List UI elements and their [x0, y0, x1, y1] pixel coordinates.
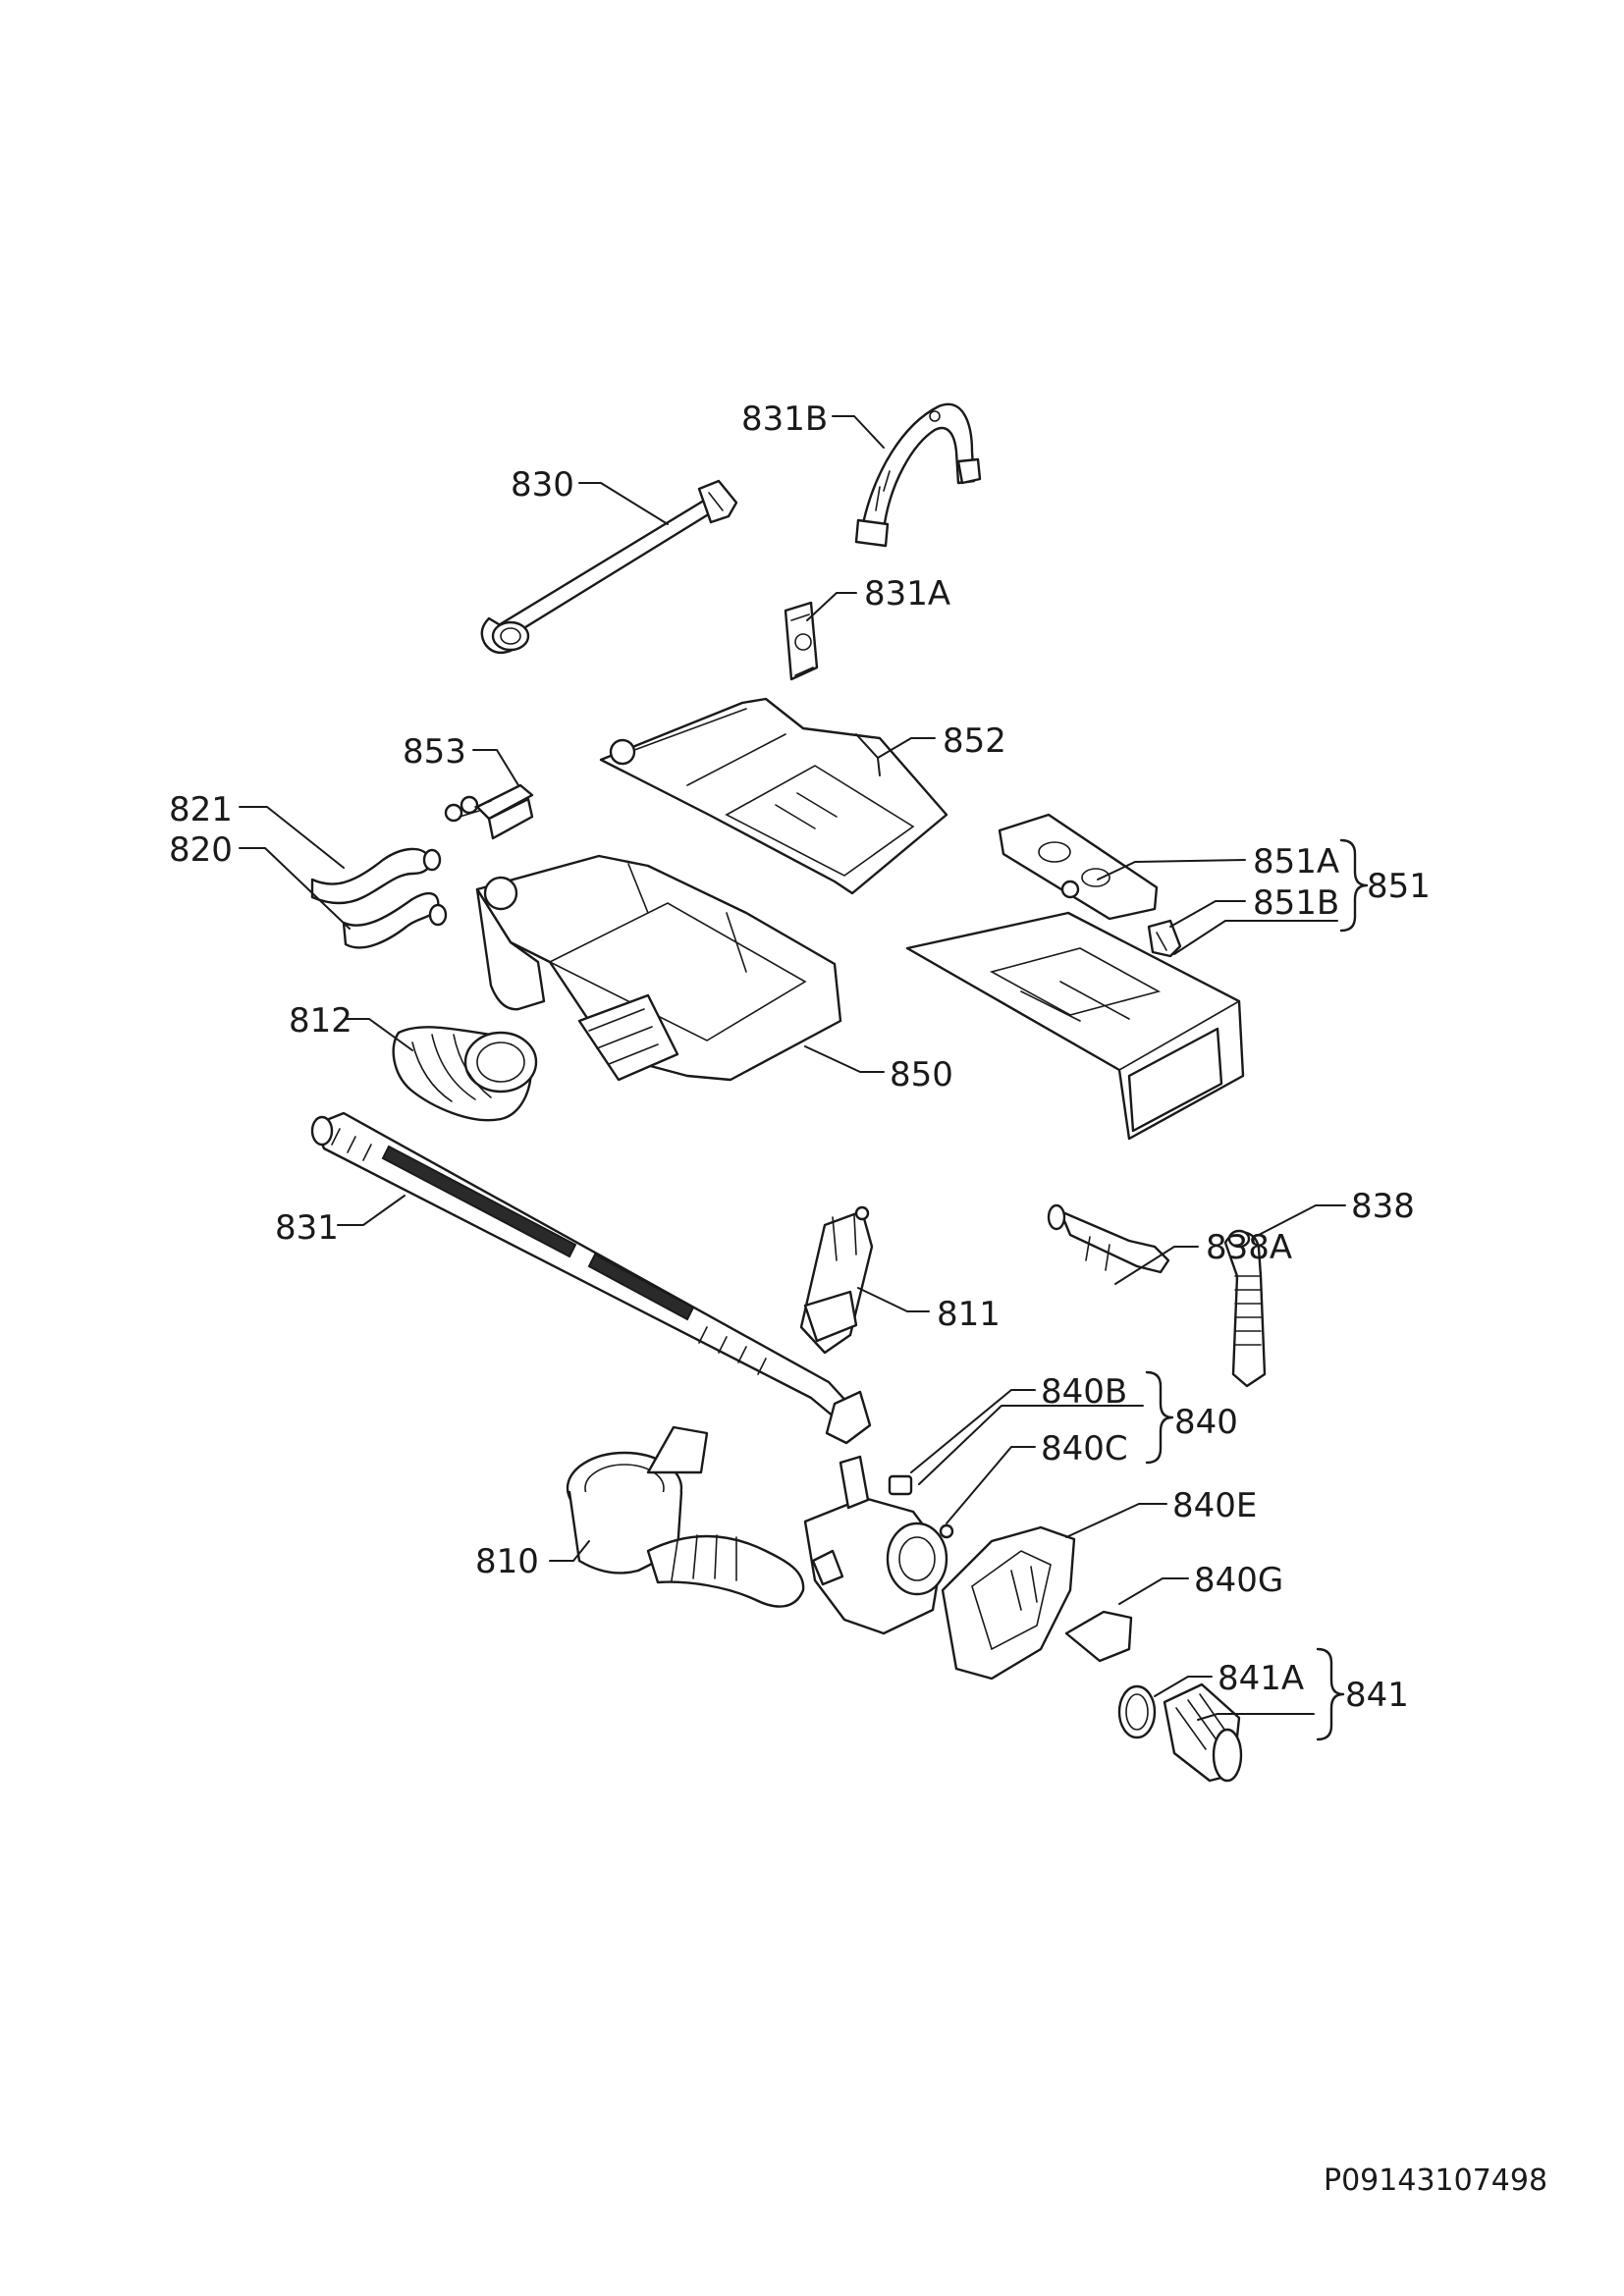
leader-852b	[877, 757, 881, 776]
label-840C: 840C	[1041, 1429, 1128, 1468]
part-840G-flap	[1064, 1610, 1133, 1663]
label-840G: 840G	[1194, 1561, 1283, 1600]
leader-831	[337, 1195, 406, 1226]
leader-821	[239, 806, 345, 869]
part-841-filter	[1163, 1682, 1243, 1783]
label-838A: 838A	[1206, 1228, 1292, 1267]
part-853-valve	[444, 783, 534, 840]
leader-840E	[1065, 1503, 1167, 1538]
label-838: 838	[1351, 1187, 1415, 1226]
part-810-sump	[566, 1425, 805, 1608]
part-811-adapter	[799, 1205, 874, 1355]
label-830: 830	[511, 465, 574, 505]
leader-841	[1197, 1713, 1315, 1721]
label-831B: 831B	[741, 400, 828, 439]
leader-838A	[1114, 1246, 1199, 1285]
label-840E: 840E	[1172, 1486, 1257, 1525]
leader-820	[239, 847, 351, 930]
label-850: 850	[890, 1055, 953, 1095]
label-841A: 841A	[1218, 1659, 1304, 1698]
leader-838	[1258, 1204, 1346, 1236]
part-831-drain-hose	[310, 1111, 872, 1445]
part-820-821-hoses	[310, 847, 448, 949]
label-831A: 831A	[864, 574, 950, 614]
label-840: 840	[1174, 1403, 1238, 1442]
label-812: 812	[289, 1001, 352, 1041]
leader-812	[345, 1018, 413, 1051]
leader-851-drawer	[1173, 920, 1338, 955]
leader-853	[472, 749, 519, 786]
part-812-bellows	[392, 1026, 538, 1122]
part-851A-siphon-lid	[998, 813, 1159, 921]
part-831A-bracket	[784, 601, 819, 681]
leader-851B	[1169, 900, 1246, 928]
brace-840	[1145, 1370, 1174, 1465]
brace-851	[1339, 838, 1369, 933]
part-840-drain-pump	[803, 1455, 954, 1635]
label-852: 852	[943, 721, 1006, 761]
part-851-drawer	[905, 911, 1245, 1141]
leader-830	[578, 482, 669, 525]
part-830-inlet-hose	[480, 479, 738, 655]
label-821: 821	[169, 790, 233, 829]
label-840B: 840B	[1041, 1372, 1127, 1412]
label-851: 851	[1367, 867, 1431, 906]
leader-831A	[806, 592, 857, 621]
label-851A: 851A	[1253, 842, 1339, 881]
part-labels: 830 831B 831A 853 852 821 820 851A 851B …	[169, 400, 1431, 1715]
leader-840C-b	[946, 1446, 1036, 1524]
part-841A-seal-ring	[1117, 1684, 1157, 1739]
leader-831B	[832, 415, 885, 449]
brace-841	[1316, 1647, 1345, 1741]
braces	[1145, 838, 1369, 1741]
part-851B-clip	[1147, 919, 1182, 958]
leader-850	[804, 1045, 885, 1073]
label-831: 831	[275, 1208, 339, 1248]
leader-810	[549, 1540, 590, 1562]
leader-852a	[855, 733, 936, 759]
leader-851A	[1097, 859, 1246, 881]
part-831B-hose-guide	[854, 402, 982, 548]
label-851B: 851B	[1253, 883, 1339, 923]
part-850-dispenser-housing	[475, 854, 842, 1082]
document-code: P09143107498	[1324, 2163, 1547, 2198]
leader-840B	[910, 1389, 1036, 1473]
label-810: 810	[475, 1542, 539, 1581]
part-838A-connector	[1047, 1203, 1170, 1274]
leader-811	[857, 1287, 930, 1312]
label-841: 841	[1345, 1676, 1409, 1715]
leader-840C-a	[918, 1405, 1144, 1485]
part-838-hose	[1223, 1229, 1267, 1388]
leader-841A	[1154, 1676, 1213, 1697]
leader-840G	[1118, 1577, 1189, 1605]
label-820: 820	[169, 830, 233, 870]
leader-lines	[239, 415, 1346, 1721]
part-840E-pump-housing	[941, 1525, 1076, 1681]
label-853: 853	[403, 732, 466, 772]
label-811: 811	[937, 1295, 1001, 1334]
part-852-dispenser-cover	[599, 697, 948, 895]
